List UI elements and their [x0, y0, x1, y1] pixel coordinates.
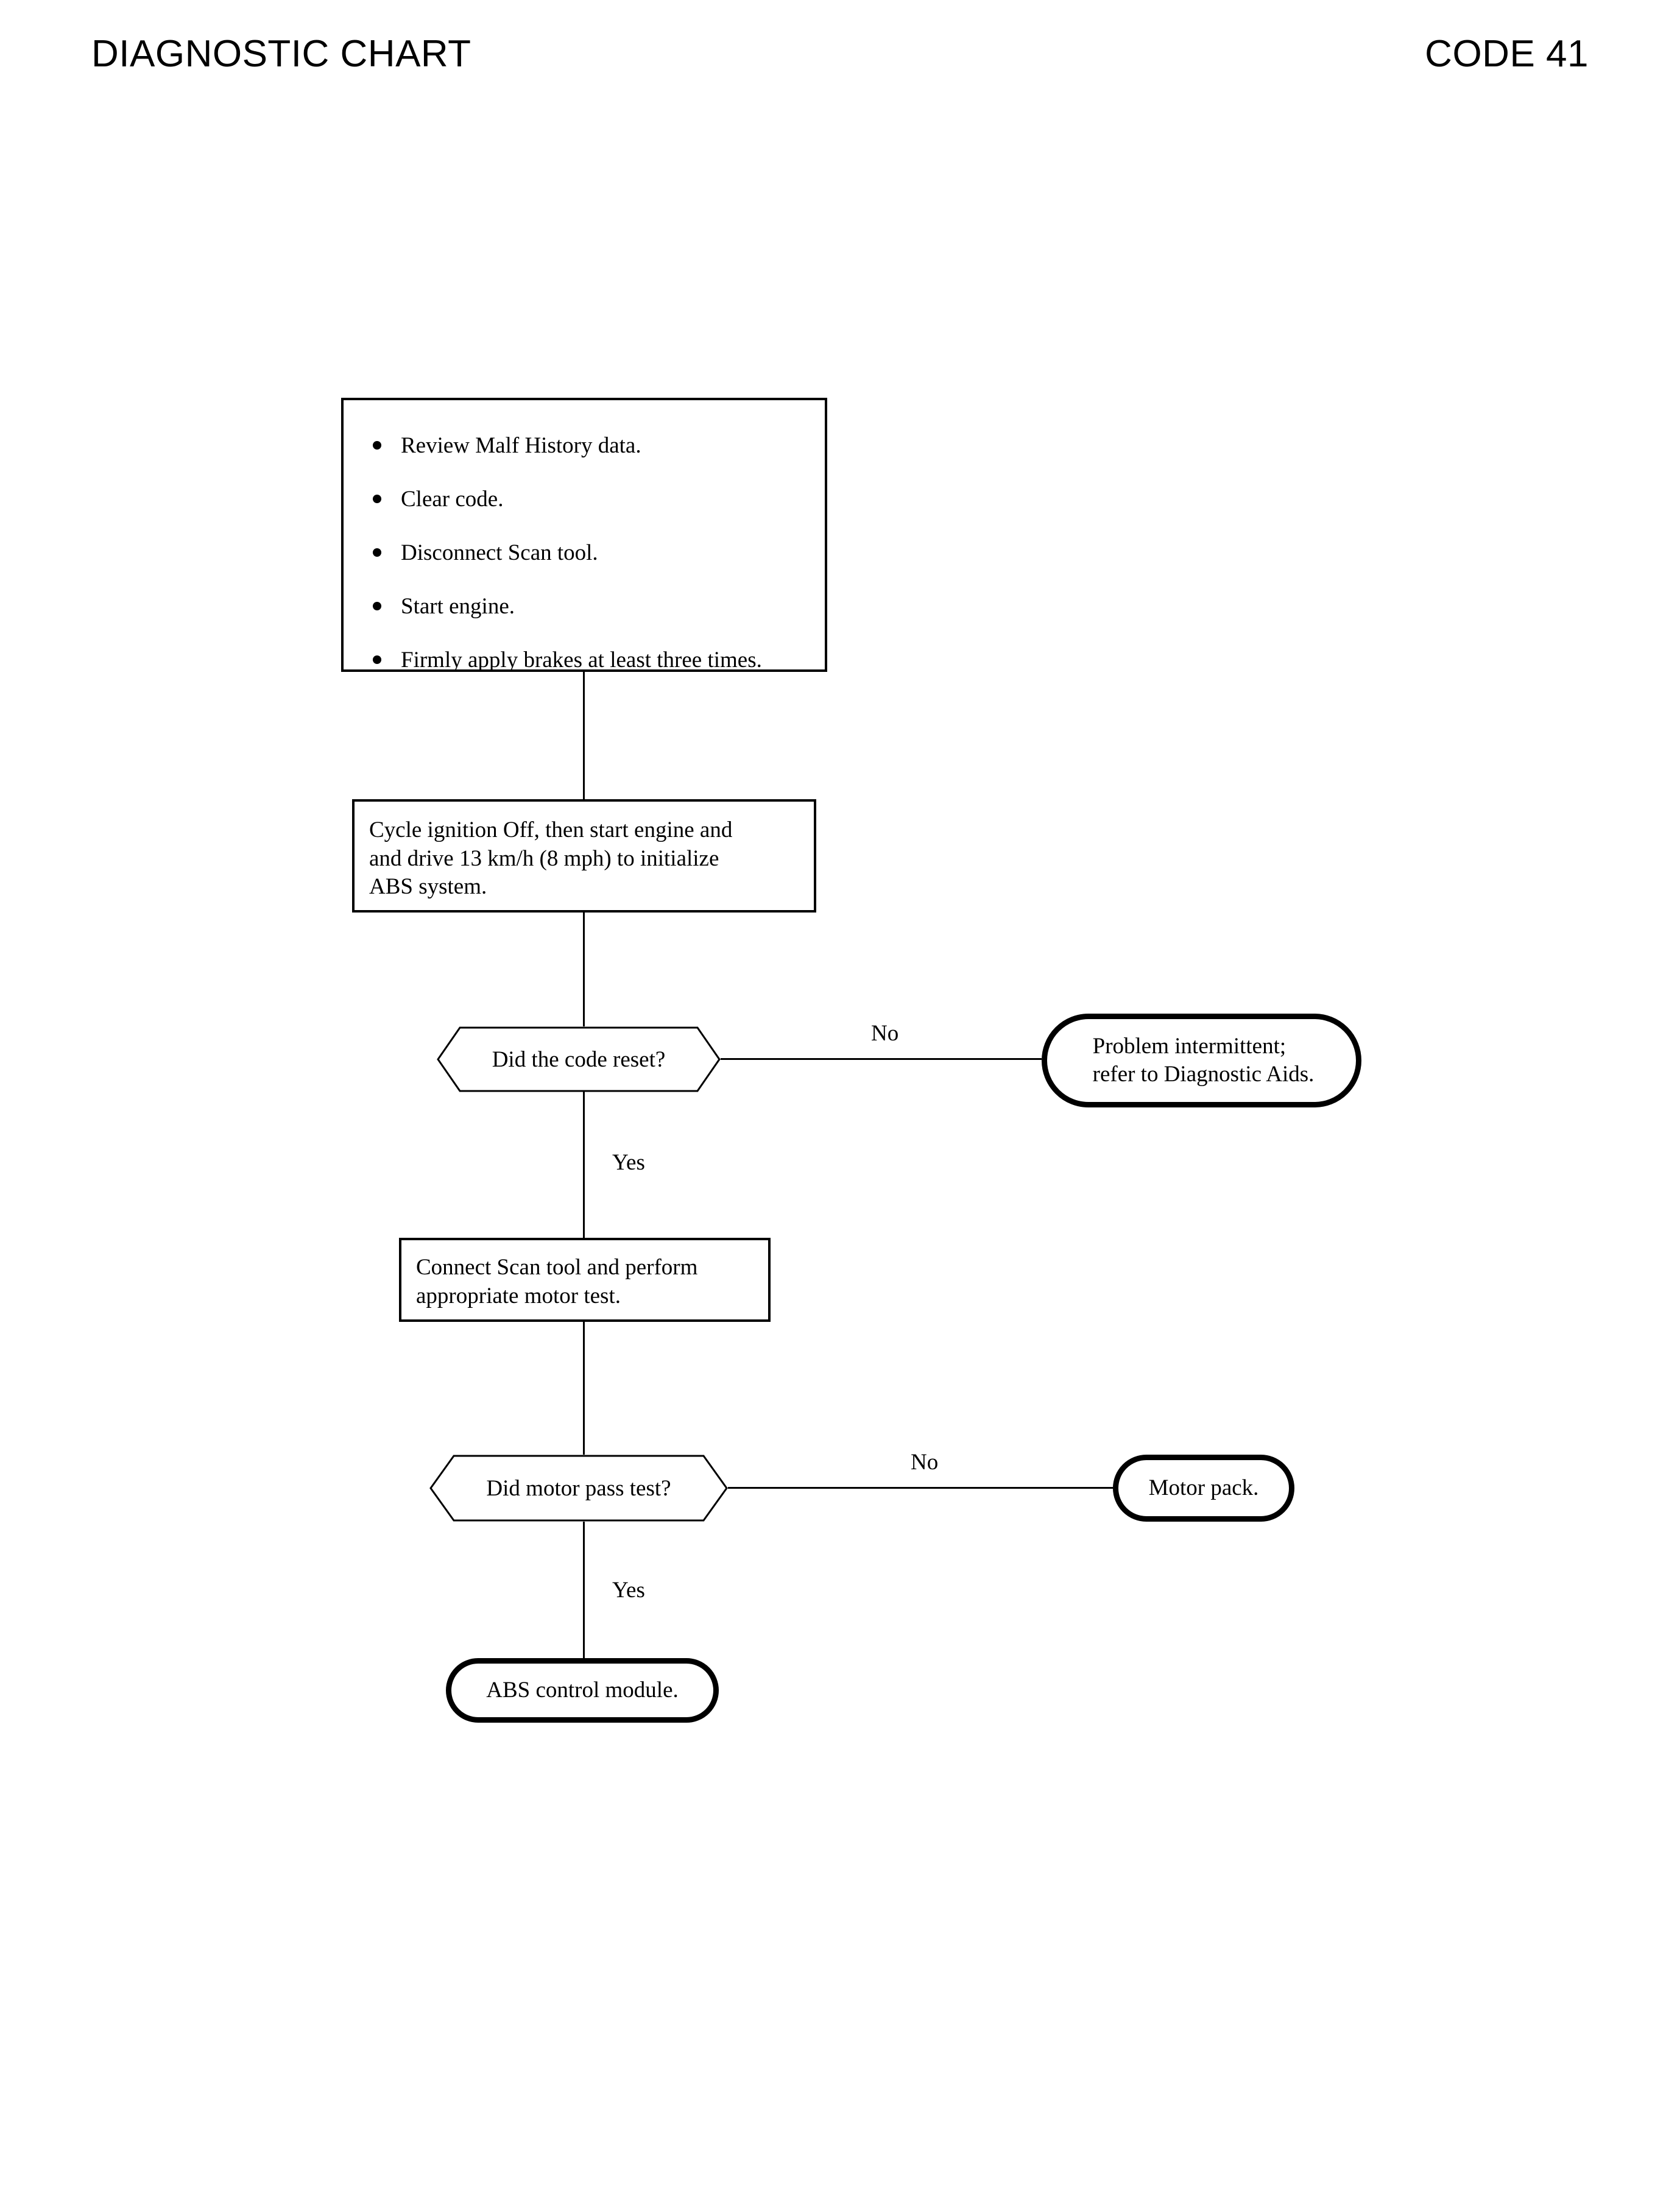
list-item: Clear code. [364, 472, 816, 526]
terminator-abs-control-module: ABS control module. [446, 1658, 719, 1723]
branch-label-motor-test-no: No [911, 1450, 939, 1475]
terminator-problem-intermittent-text: Problem intermittent; refer to Diagnosti… [1092, 1034, 1315, 1087]
decision-code-reset: Did the code reset? [437, 1026, 721, 1092]
list-item-label: Disconnect Scan tool. [401, 540, 598, 565]
hexagon-shape [429, 1455, 728, 1522]
branch-label-motor-test-yes: Yes [612, 1578, 645, 1603]
bullet-icon [373, 495, 381, 503]
connector-motor-test-yes-branch [583, 1522, 585, 1658]
connector-motor-test-no-branch [728, 1487, 1113, 1489]
cycle-ignition-text: Cycle ignition Off, then start engine an… [369, 817, 733, 900]
bullet-icon [373, 548, 381, 557]
decision-motor-pass-test: Did motor pass test? [429, 1455, 728, 1522]
branch-label-code-reset-no: No [871, 1021, 899, 1046]
cycle-ignition-box: Cycle ignition Off, then start engine an… [352, 799, 816, 913]
terminator-motor-pack: Motor pack. [1113, 1455, 1294, 1522]
connector-code-reset-no-branch [721, 1058, 1042, 1060]
connector-connect-scan-to-decision-motor-test [583, 1322, 585, 1455]
terminator-problem-intermittent: Problem intermittent; refer to Diagnosti… [1042, 1014, 1361, 1107]
list-item: Review Malf History data. [364, 418, 816, 472]
terminator-abs-control-module-text: ABS control module. [486, 1678, 679, 1703]
preparation-steps-box: Review Malf History data. Clear code. Di… [341, 398, 827, 672]
list-item-label: Clear code. [401, 486, 504, 512]
bullet-icon [373, 441, 381, 450]
bullet-icon [373, 655, 381, 664]
list-item: Start engine. [364, 579, 816, 633]
connector-steps-to-cycle-ignition [583, 672, 585, 799]
connect-scan-tool-text: Connect Scan tool and perform appropriat… [416, 1255, 698, 1308]
diagnostic-code-label: CODE 41 [1425, 33, 1589, 75]
connector-cycle-ignition-to-decision-code-reset [583, 913, 585, 1026]
connector-code-reset-yes-branch [583, 1092, 585, 1238]
preparation-steps-list: Review Malf History data. Clear code. Di… [364, 418, 816, 687]
list-item: Disconnect Scan tool. [364, 526, 816, 579]
list-item-label: Start engine. [401, 593, 515, 619]
decision-motor-pass-test-label: Did motor pass test? [486, 1475, 671, 1501]
decision-code-reset-label: Did the code reset? [492, 1047, 666, 1072]
list-item-label: Firmly apply brakes at least three times… [401, 647, 762, 673]
branch-label-code-reset-yes: Yes [612, 1150, 645, 1175]
terminator-motor-pack-text: Motor pack. [1148, 1475, 1259, 1501]
list-item: Firmly apply brakes at least three times… [364, 633, 816, 687]
page-title: DIAGNOSTIC CHART [91, 33, 471, 75]
connect-scan-tool-box: Connect Scan tool and perform appropriat… [399, 1238, 771, 1322]
list-item-label: Review Malf History data. [401, 432, 641, 458]
bullet-icon [373, 602, 381, 610]
hexagon-shape [437, 1026, 721, 1092]
